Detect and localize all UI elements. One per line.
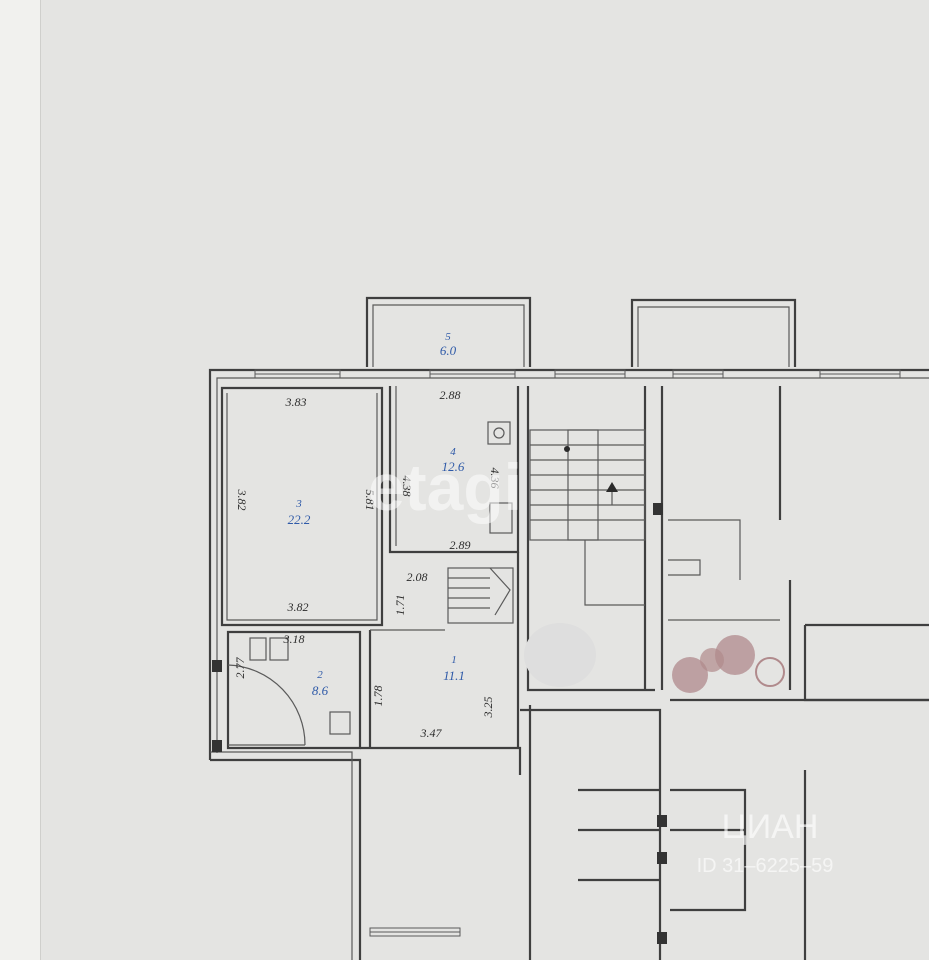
paper-edge (0, 0, 41, 960)
stairwell (526, 386, 655, 692)
dimension-label: 2.88 (440, 388, 461, 402)
redaction-blotches (524, 623, 785, 693)
dimension-label: 4.36 (488, 468, 502, 489)
room-5-area: 6.0 (440, 343, 457, 358)
room-5-number: 5 (445, 331, 451, 343)
dimension-labels: 3.83 2.88 3.82 5.81 4.38 4.36 2.89 2.08 … (233, 388, 502, 740)
room-3-number: 3 (295, 498, 302, 510)
dimension-label: 3.18 (283, 632, 305, 646)
listing-id-watermark: ID 31–6225–59 (697, 855, 834, 877)
neighbouring-units (212, 386, 929, 960)
dimension-label: 3.47 (420, 726, 443, 740)
dimension-label: 1.71 (393, 595, 407, 616)
balconies (365, 296, 797, 367)
room-1-number: 1 (451, 654, 457, 666)
dimension-label: 3.25 (481, 697, 495, 719)
dimension-label: 3.83 (285, 395, 307, 409)
dimension-label: 2.77 (233, 657, 247, 679)
room-4-area: 12.6 (442, 459, 465, 474)
watermarks: etagi ЦИАН ID 31–6225–59 (368, 450, 833, 877)
room-2-area: 8.6 (312, 683, 329, 698)
dimension-label: 1.78 (371, 686, 385, 707)
room-4-number: 4 (450, 446, 456, 458)
dimension-label: 2.08 (407, 570, 428, 584)
dimension-label: 5.81 (363, 490, 377, 511)
room-3-area: 22.2 (288, 512, 311, 527)
interior-walls (220, 386, 520, 750)
room-1-area: 11.1 (443, 668, 465, 683)
dimension-label: 3.82 (287, 600, 309, 614)
dimension-label: 4.38 (400, 476, 414, 497)
dimension-label: 3.82 (235, 489, 249, 511)
cian-watermark: ЦИАН (722, 808, 819, 846)
dimension-label: 2.89 (450, 538, 471, 552)
windows (254, 369, 901, 937)
room-labels: 5 6.0 3 22.2 4 12.6 1 11.1 2 8.6 (288, 331, 465, 698)
room-2-number: 2 (317, 669, 323, 681)
etagi-watermark: etagi (368, 450, 522, 524)
